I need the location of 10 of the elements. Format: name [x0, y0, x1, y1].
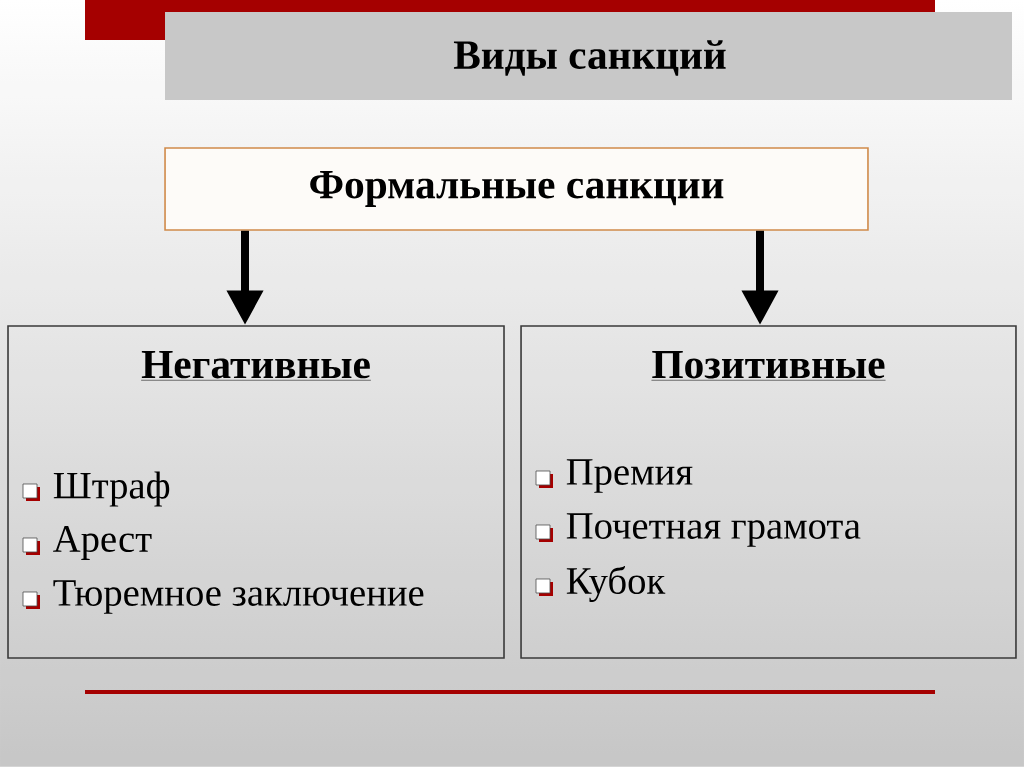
title-band: Виды санкций — [165, 12, 1012, 100]
box-heading: Позитивные — [651, 350, 886, 381]
list-item: Тюремное заключение — [53, 580, 424, 614]
list-item: Кубок — [566, 566, 666, 602]
list-item: Арест — [53, 526, 152, 560]
list-item: Почетная грамота — [566, 513, 861, 547]
box-heading: Негативные — [140, 350, 372, 381]
list-item: Премия — [566, 459, 693, 493]
box-heading: Формальные санкции — [310, 171, 724, 207]
list-item: Штраф — [53, 471, 170, 507]
